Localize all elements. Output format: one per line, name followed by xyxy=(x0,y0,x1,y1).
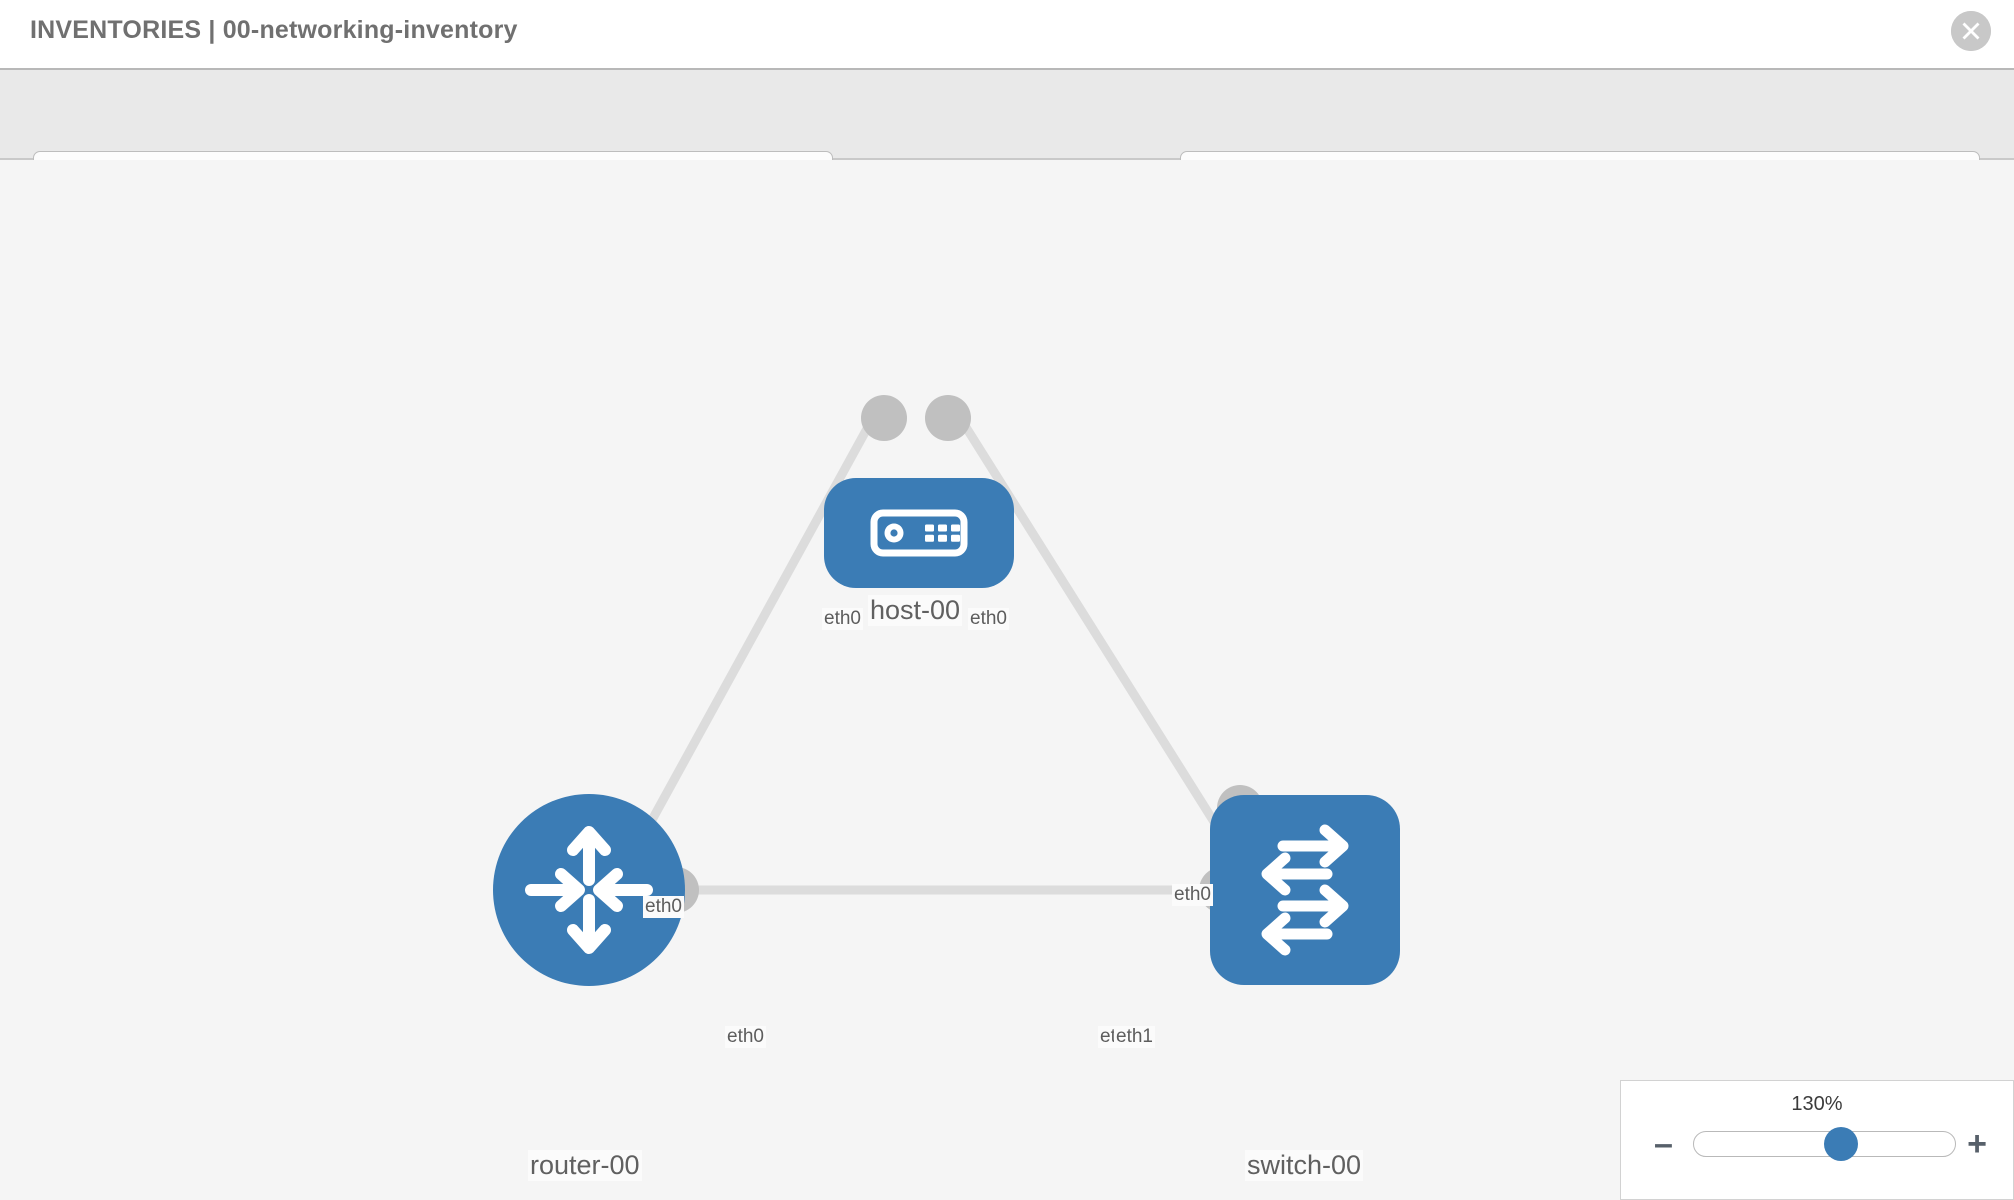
zoom-slider[interactable] xyxy=(1693,1127,1956,1161)
topology-canvas[interactable]: host-00 router-00 switch-00 eth0 eth0 et… xyxy=(0,160,2014,1200)
node-label-switch: switch-00 xyxy=(1245,1150,1364,1181)
socket-host-right xyxy=(925,395,971,441)
toolbar: ACTIONS SEARCH xyxy=(0,70,2014,203)
page-title: INVENTORIES | 00-networking-inventory xyxy=(30,16,518,44)
iface-label: eth0 xyxy=(822,608,863,630)
iface-label: eth1 xyxy=(1114,1026,1155,1048)
iface-label: eth0 xyxy=(1172,884,1213,906)
page-header: INVENTORIES | 00-networking-inventory xyxy=(0,0,2014,70)
iface-label: eth0 xyxy=(725,1026,766,1048)
zoom-control-panel: 130% – + xyxy=(1620,1080,2014,1200)
link-host-switch xyxy=(947,400,1243,865)
zoom-level-label: 130% xyxy=(1791,1093,1843,1115)
minus-icon[interactable]: – xyxy=(1654,1125,1673,1163)
node-label-router: router-00 xyxy=(528,1150,642,1181)
topology-links xyxy=(625,400,1243,895)
plus-icon[interactable]: + xyxy=(1967,1125,1987,1163)
node-host-00 xyxy=(824,478,1014,588)
iface-label: eth0 xyxy=(968,608,1009,630)
link-host-router xyxy=(625,400,885,865)
socket-host-left xyxy=(861,395,907,441)
close-icon[interactable] xyxy=(1951,11,1991,51)
node-router-00 xyxy=(493,794,685,986)
zoom-slider-thumb[interactable] xyxy=(1824,1127,1858,1161)
iface-label: eth0 xyxy=(643,896,684,918)
node-label-host: host-00 xyxy=(868,595,963,626)
node-switch-00 xyxy=(1210,795,1400,985)
